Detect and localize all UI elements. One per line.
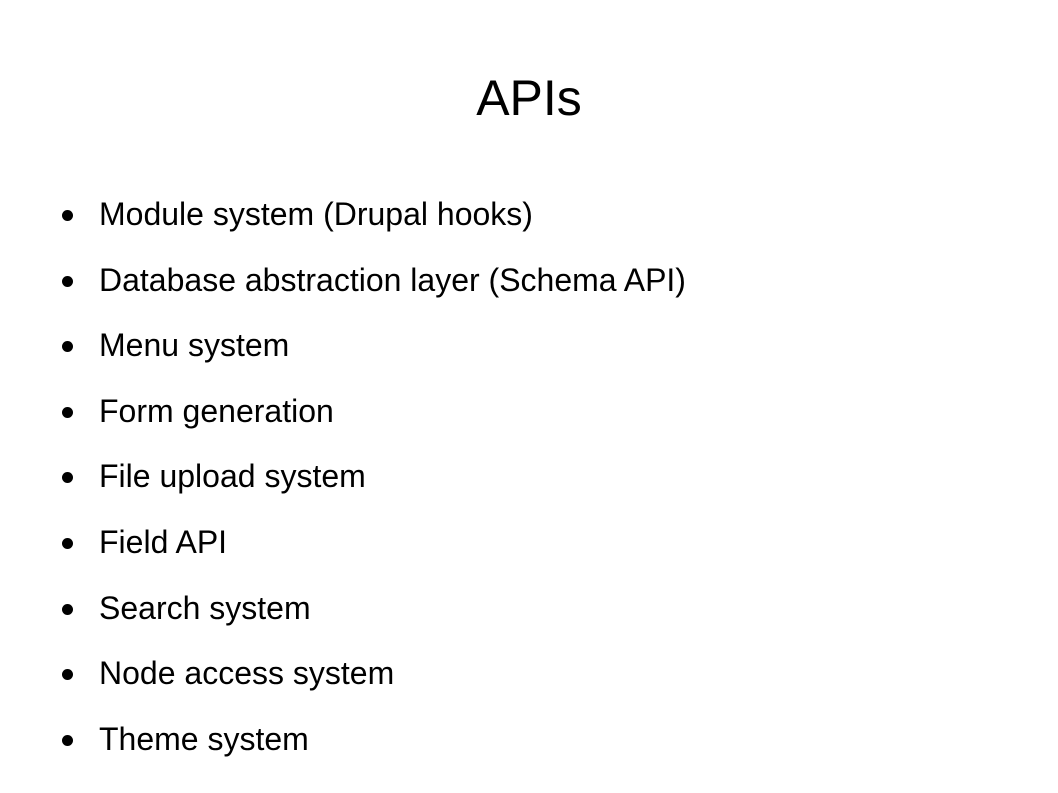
list-item: Theme system: [62, 715, 686, 781]
list-item: Module system (Drupal hooks): [62, 190, 686, 256]
list-item: Database abstraction layer (Schema API): [62, 256, 686, 322]
bullet-text: File upload system: [99, 458, 366, 495]
bullet-text: Menu system: [99, 327, 290, 364]
bullet-text: Field API: [99, 523, 228, 560]
list-item: Search system: [62, 584, 686, 650]
list-item: Field API: [62, 518, 686, 584]
bullet-text: Search system: [99, 589, 311, 626]
slide-title: APIs: [476, 70, 582, 126]
bullet-icon: [62, 341, 73, 353]
bullet-icon: [62, 603, 73, 615]
bullet-text: Form generation: [99, 392, 334, 429]
bullet-icon: [62, 734, 73, 746]
list-item: Node access system: [62, 649, 686, 715]
bullet-text: Database abstraction layer (Schema API): [99, 261, 686, 298]
list-item: Menu system: [62, 321, 686, 387]
bullet-text: Module system (Drupal hooks): [99, 196, 533, 232]
bullet-icon: [62, 210, 73, 221]
bullet-icon: [62, 472, 73, 484]
bullet-icon: [62, 406, 73, 418]
bullet-icon: [62, 275, 73, 287]
bullet-icon: [62, 537, 73, 549]
list-item: Form generation: [62, 387, 686, 453]
bullet-icon: [62, 669, 73, 681]
bullet-text: Theme system: [99, 720, 309, 757]
bullet-list: Module system (Drupal hooks) Database ab…: [62, 190, 686, 780]
bullet-text: Node access system: [99, 655, 395, 692]
list-item: File upload system: [62, 452, 686, 518]
